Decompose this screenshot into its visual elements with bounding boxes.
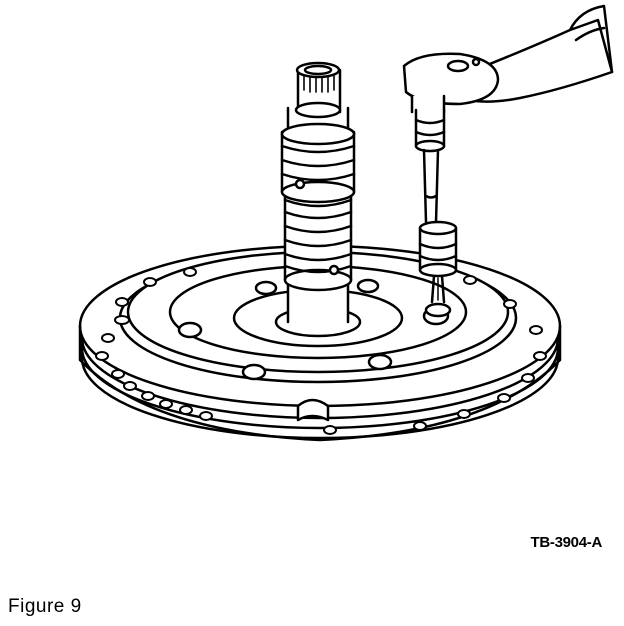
pump-body-flange bbox=[78, 244, 562, 442]
ratchet-wrench bbox=[402, 4, 614, 318]
stator-shaft bbox=[274, 61, 362, 338]
figure-reference-code: TB-3904-A bbox=[530, 534, 603, 551]
flange-bolt-holes bbox=[95, 267, 547, 435]
figure-caption: Figure 9 bbox=[8, 596, 82, 617]
